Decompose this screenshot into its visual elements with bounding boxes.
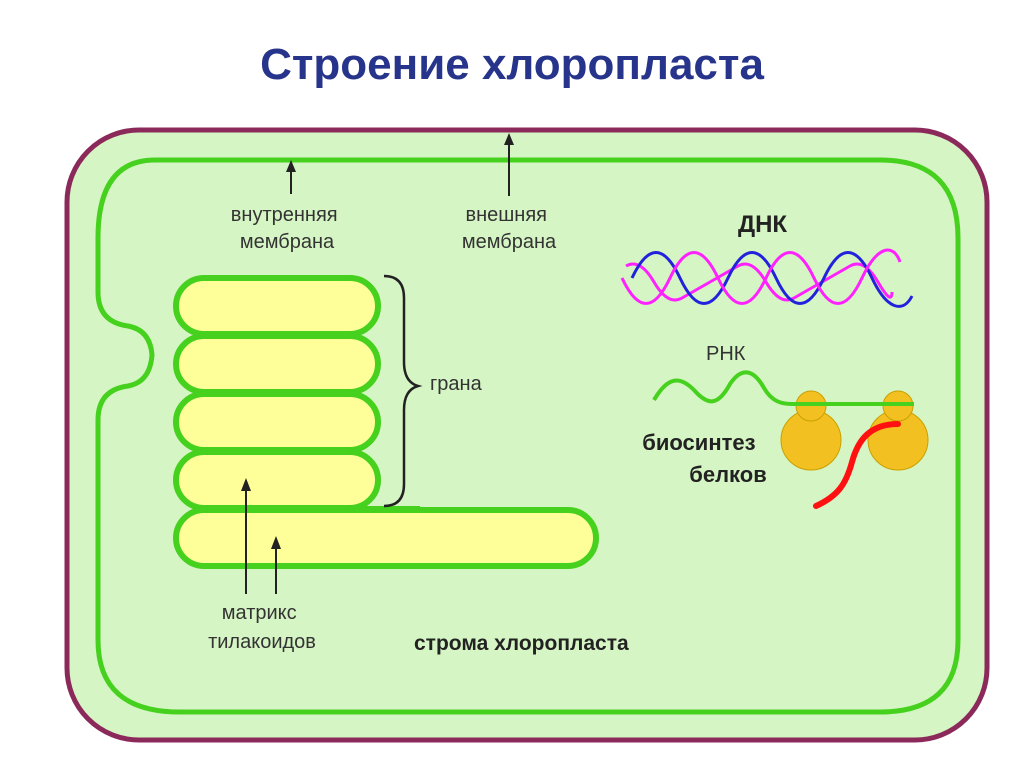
up-arrow-icon [504,133,514,196]
thylakoid-disc [173,275,381,337]
thylakoid-matrix-label: матрикс тилакоидов [208,602,316,653]
stroma-lamella [173,507,599,569]
grana-label: грана [430,373,483,395]
up-arrow-icon [241,478,251,594]
slide-title: Строение хлоропласта [260,40,764,89]
ribosome-icon [780,390,842,471]
inner-membrane [95,157,961,715]
dna-helix-icon [620,248,914,308]
outer-membrane-label: внешняя мембрана [462,204,557,253]
thylakoid-disc [173,391,381,453]
curly-brace-icon [383,274,423,508]
stroma-label: строма хлоропласта [414,632,629,655]
rna-strand-icon [652,370,912,406]
inner-membrane-label: внутренняя мембрана [231,204,343,253]
thylakoid-disc [173,449,381,511]
thylakoid-disc [173,333,381,395]
up-arrow-icon [286,160,296,194]
protein-chain-icon [813,421,901,509]
up-arrow-icon [271,536,281,594]
protein-biosynthesis-label: биосинтез белков [642,430,766,487]
rna-label: РНК [706,343,746,365]
granum-stack [173,275,381,511]
dna-label: ДНК [738,211,787,238]
